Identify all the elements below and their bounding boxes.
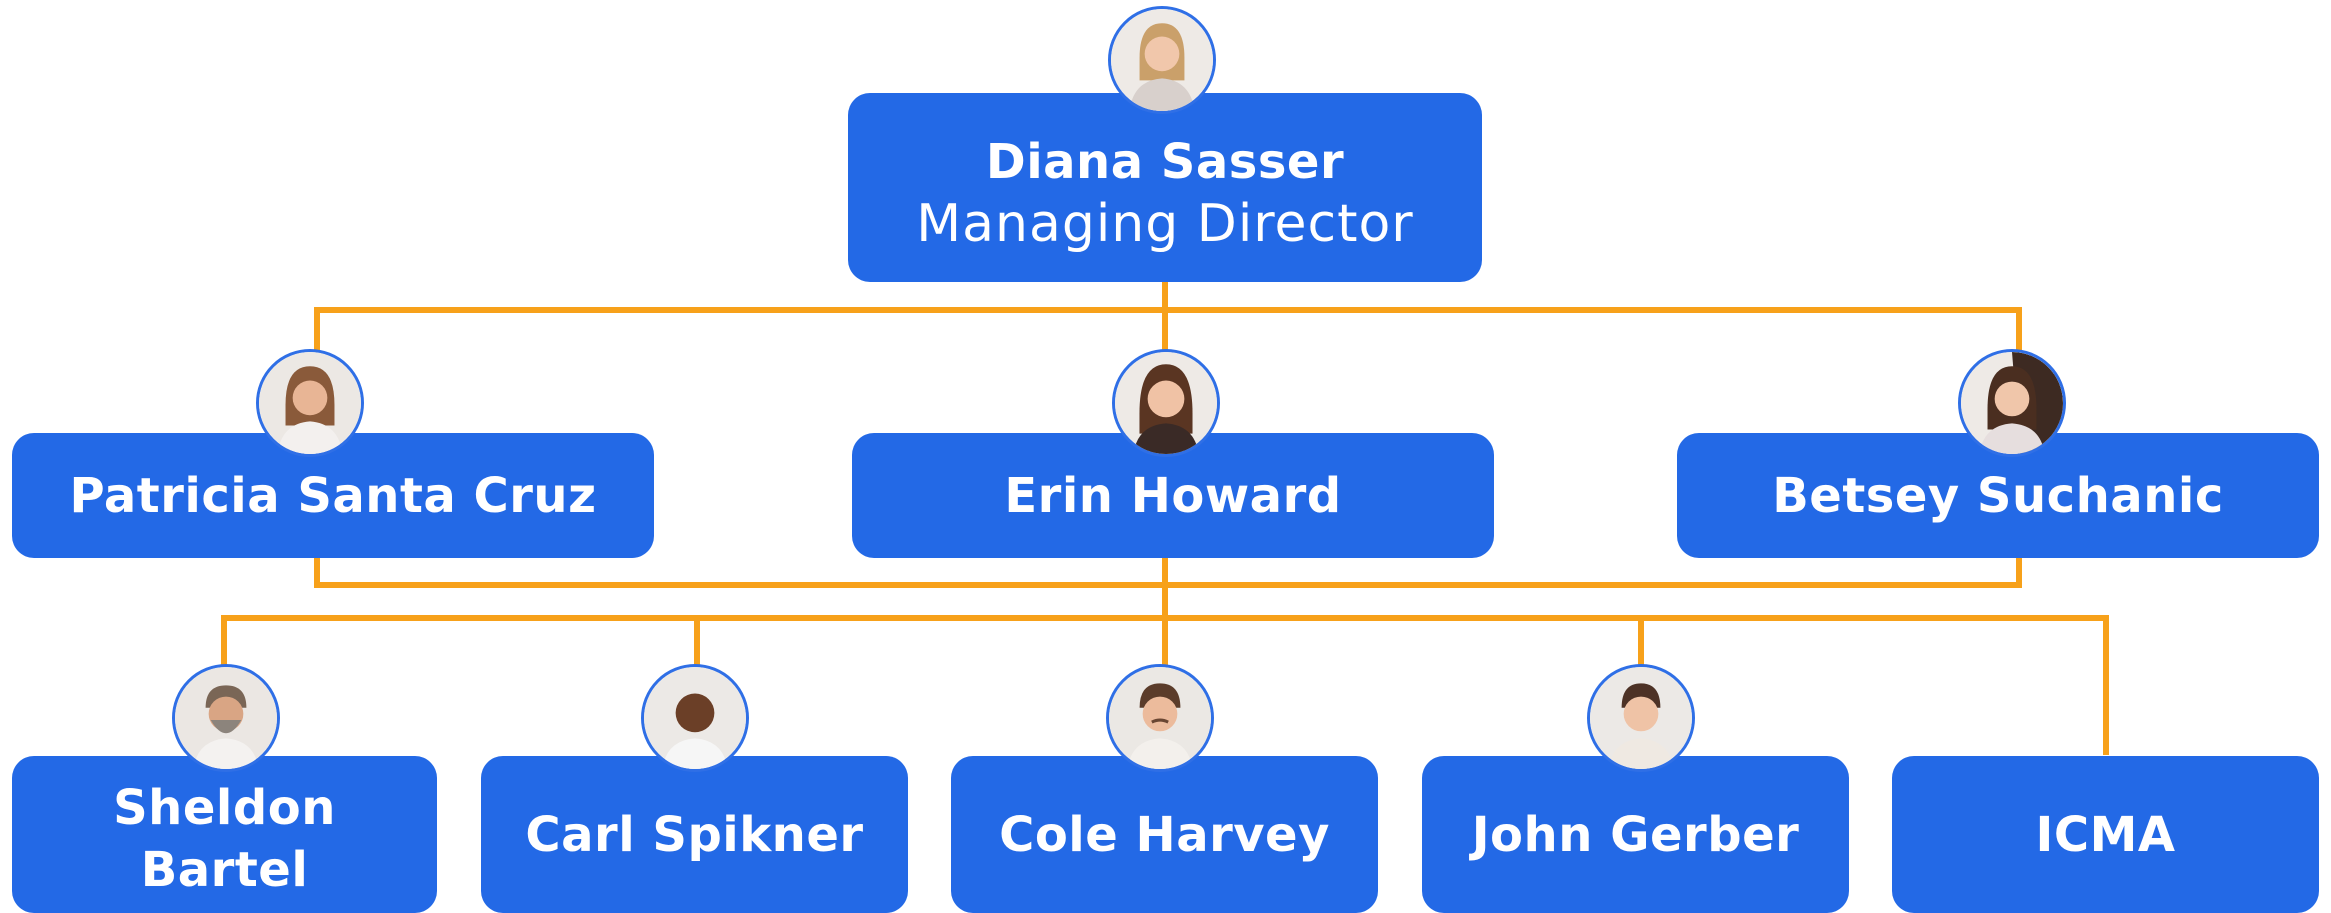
org-node-diana-sasser: Diana Sasser Managing Director (848, 93, 1482, 282)
person-photo-icon (172, 664, 280, 772)
node-name: Diana Sasser (985, 133, 1345, 190)
node-name: Erin Howard (1004, 467, 1342, 524)
org-node-john-gerber: John Gerber (1422, 756, 1849, 913)
person-photo-icon (1108, 6, 1216, 114)
node-name: Betsey Suchanic (1772, 467, 2224, 524)
org-node-cole-harvey: Cole Harvey (951, 756, 1378, 913)
org-node-carl-spikner: Carl Spikner (481, 756, 908, 913)
node-name: Sheldon Bartel (113, 779, 336, 898)
org-node-icma: ICMA (1892, 756, 2319, 913)
node-name: ICMA (2035, 806, 2176, 863)
person-photo-icon (256, 349, 364, 457)
person-photo-icon (1958, 349, 2066, 457)
node-name: Patricia Santa Cruz (69, 467, 597, 524)
person-photo-icon (1112, 349, 1220, 457)
node-name: Cole Harvey (999, 806, 1330, 863)
node-title: Managing Director (916, 193, 1414, 254)
node-name: Carl Spikner (525, 806, 864, 863)
org-node-patricia-santa-cruz: Patricia Santa Cruz (12, 433, 654, 558)
org-node-erin-howard: Erin Howard (852, 433, 1494, 558)
person-photo-icon (1106, 664, 1214, 772)
node-name: John Gerber (1471, 806, 1800, 863)
org-node-sheldon-bartel: Sheldon Bartel (12, 756, 437, 913)
person-photo-icon (641, 664, 749, 772)
person-photo-icon (1587, 664, 1695, 772)
